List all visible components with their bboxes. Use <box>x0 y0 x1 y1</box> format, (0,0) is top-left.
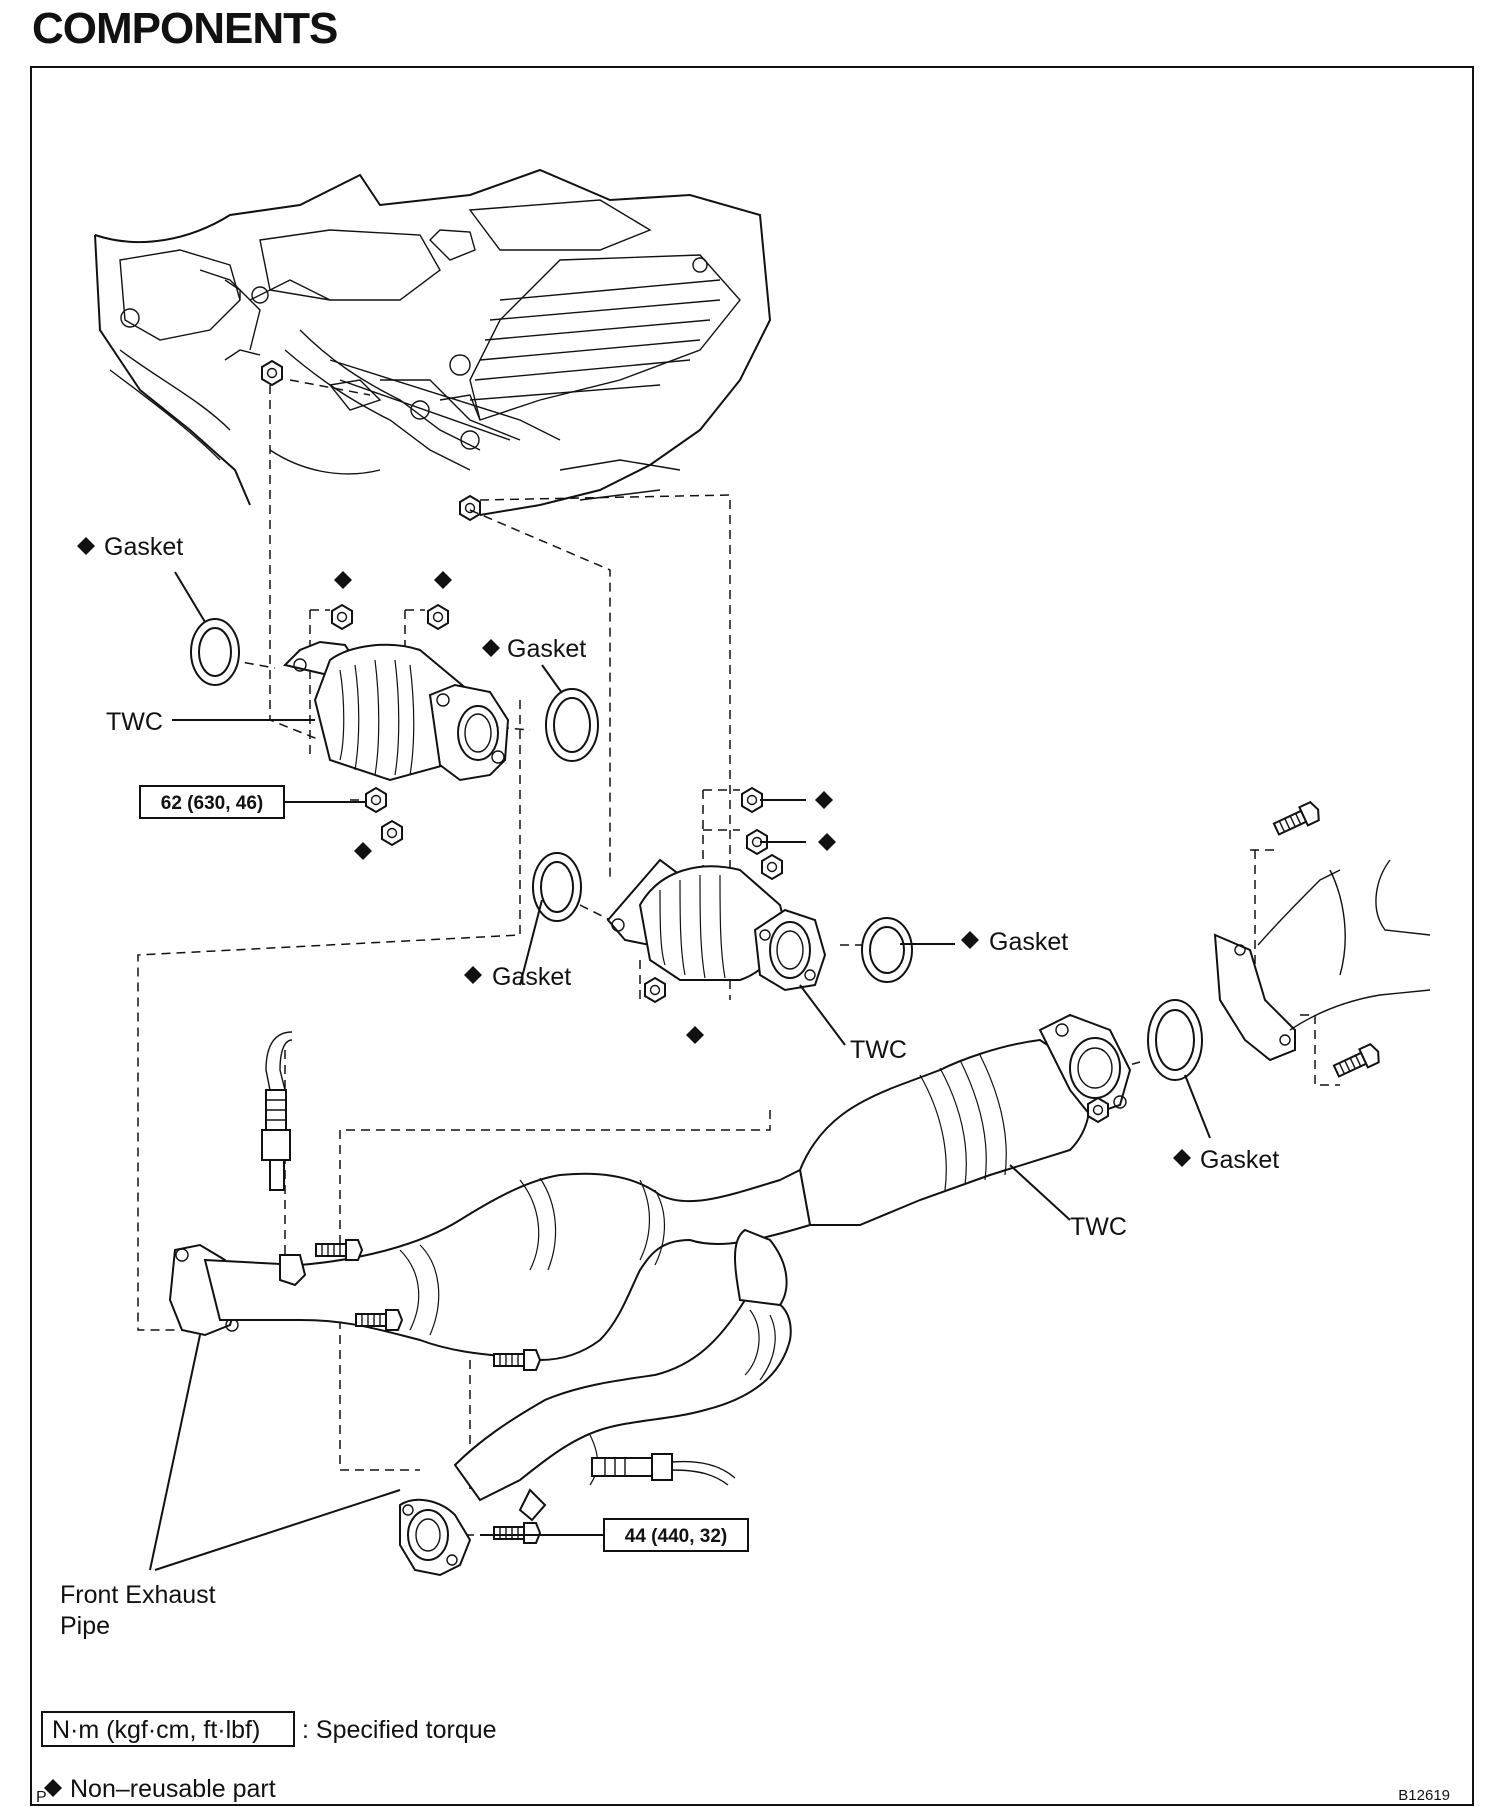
diamond-icon <box>961 931 979 949</box>
legend-torque-box <box>41 1711 295 1747</box>
diamond-icon <box>482 639 500 657</box>
torque-box-pipe-bolt <box>603 1518 749 1552</box>
twc-label-center: TWC <box>850 1036 907 1064</box>
part-labels: Gasket Gasket Gasket Gasket Gasket TWC T… <box>60 533 1279 1640</box>
torque-value-twc-nut: 62 (630, 46) <box>161 793 263 814</box>
twc-right <box>798 799 1431 1226</box>
diamond-icon <box>434 571 452 589</box>
diamond-icon <box>77 537 95 555</box>
diamond-icon <box>464 966 482 984</box>
torque-box-twc-nut <box>139 785 285 819</box>
legend: N·m (kgf·cm, ft·lbf) : Specified torque … <box>41 1711 497 1803</box>
torque-callouts: 62 (630, 46) 44 (440, 32) <box>139 785 749 1552</box>
engine-underside-drawing <box>94 168 772 521</box>
front-exhaust-pipe-label-line2: Pipe <box>60 1612 110 1640</box>
legend-torque-units: N·m (kgf·cm, ft·lbf) <box>52 1716 260 1744</box>
gasket-label-center-left: Gasket <box>492 963 571 991</box>
diamond-icon <box>354 842 372 860</box>
diamond-icon <box>44 1779 62 1797</box>
twc-center <box>532 787 913 1003</box>
diamond-icon <box>815 791 833 809</box>
twc-upper-left <box>190 604 599 846</box>
twc-label-right: TWC <box>1070 1213 1127 1241</box>
assembly-guide-lines <box>137 379 1340 1536</box>
page-title: COMPONENTS <box>32 4 338 53</box>
legend-nonreusable: Non–reusable part <box>70 1775 276 1803</box>
gasket-label-center-right: Gasket <box>989 928 1068 956</box>
front-exhaust-pipe <box>168 1168 812 1577</box>
leader-lines <box>149 571 1211 1571</box>
front-exhaust-pipe-label: Front Exhaust <box>60 1581 216 1609</box>
twc-label-upper: TWC <box>106 708 163 736</box>
gasket-label-right: Gasket <box>1200 1146 1279 1174</box>
oxygen-sensors <box>261 1031 736 1486</box>
gasket-label-upper-left: Gasket <box>104 533 183 561</box>
diamond-icon <box>818 833 836 851</box>
diamond-icon <box>1173 1149 1191 1167</box>
legend-torque-desc: : Specified torque <box>302 1716 497 1744</box>
diamond-icon <box>334 571 352 589</box>
diagram-frame <box>30 66 1474 1806</box>
figure-id: B12619 <box>1398 1787 1450 1804</box>
corner-letter: P <box>36 1789 47 1806</box>
gasket-label-upper-center: Gasket <box>507 635 586 663</box>
diamond-icon <box>686 1026 704 1044</box>
torque-value-pipe-bolt: 44 (440, 32) <box>625 1526 727 1547</box>
